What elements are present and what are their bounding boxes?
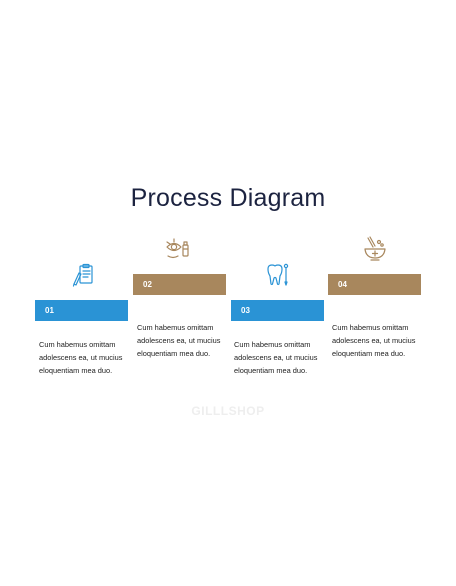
step-4-bar: 04 bbox=[328, 274, 421, 295]
tooth-icon bbox=[264, 262, 290, 288]
eye-exam-icon bbox=[165, 236, 191, 262]
step-2-description: Cum habemus omittam adolescens ea, ut mu… bbox=[137, 323, 221, 358]
step-1-number: 01 bbox=[45, 306, 54, 315]
clipboard-pen-icon bbox=[71, 262, 97, 288]
step-3-bar: 03 bbox=[231, 300, 324, 321]
step-4-number: 04 bbox=[338, 280, 347, 289]
step-2-bar: 02 bbox=[133, 274, 226, 295]
step-1-description: Cum habemus omittam adolescens ea, ut mu… bbox=[39, 340, 123, 375]
step-4-description: Cum habemus omittam adolescens ea, ut mu… bbox=[332, 323, 416, 358]
step-2-number: 02 bbox=[143, 280, 152, 289]
diagram-title: Process Diagram bbox=[130, 184, 326, 212]
watermark: GILLLSHOP bbox=[191, 404, 265, 418]
step-3-number: 03 bbox=[241, 306, 250, 315]
step-1-bar: 01 bbox=[35, 300, 128, 321]
step-3-description: Cum habemus omittam adolescens ea, ut mu… bbox=[234, 340, 318, 375]
mortar-pestle-icon bbox=[362, 236, 388, 262]
